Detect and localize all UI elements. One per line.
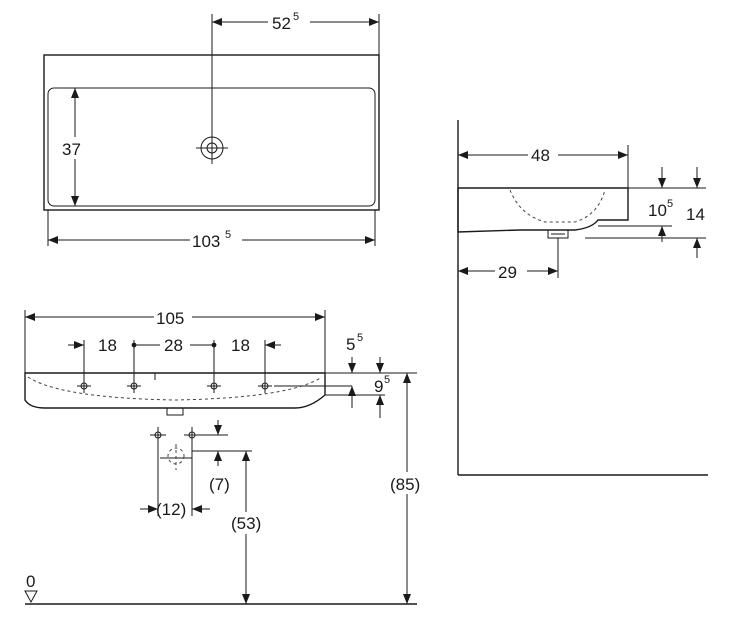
- dim-tap-offset: 52 5: [211, 10, 380, 132]
- crosshair-icon: [127, 379, 141, 393]
- dim-width-top-label: 103: [192, 232, 220, 251]
- crosshair-icon: [207, 379, 221, 393]
- tap-hole-icon: [196, 132, 228, 164]
- dim-overall-width: 105: [24, 306, 326, 373]
- dim-rim-side-sup: 5: [667, 198, 673, 210]
- bowl-hidden-line-front: [27, 376, 323, 401]
- dim-hole-2-label: 28: [164, 336, 183, 355]
- dim-width-top-sup: 5: [225, 229, 231, 241]
- fixing-points: [150, 427, 252, 470]
- crosshair-icon: [184, 427, 200, 443]
- dim-12: (12): [140, 443, 210, 519]
- dim-7-label: (7): [209, 475, 230, 494]
- top-view: 52 5 37 103 5: [43, 10, 380, 252]
- bowl-hidden-line: [509, 189, 606, 223]
- tap-hole-markers: [77, 379, 272, 393]
- dim-tap-offset-label: 52: [272, 14, 291, 33]
- basin-outline-side: [457, 187, 629, 233]
- dim-depth-top-label: 37: [62, 140, 81, 159]
- dim-hole-3-label: 18: [231, 336, 250, 355]
- floor-datum-icon: [24, 590, 38, 604]
- dim-tap-offset-sup: 5: [293, 11, 299, 23]
- dim-depth-side: 48: [458, 143, 629, 188]
- basin-outline-front: [24, 372, 326, 409]
- crosshair-icon: [258, 379, 272, 393]
- dim-53-label: (53): [231, 514, 261, 533]
- dim-waste-offset-label: 29: [498, 263, 517, 282]
- dim-width-top: 103 5: [47, 210, 376, 252]
- dim-rim-side: 10 5 14: [585, 167, 712, 258]
- dim-height-side-label: 14: [686, 205, 705, 224]
- dim-53: (53): [229, 451, 269, 604]
- side-view: 48 29 10 5 14: [457, 120, 712, 476]
- crosshair-icon: [150, 427, 166, 443]
- dim-bowl-label: 9: [374, 377, 383, 396]
- dim-overall-width-label: 105: [156, 309, 184, 328]
- waste-outlet-front: [166, 407, 184, 416]
- dim-hole-spacing: 18 28 18: [68, 336, 281, 379]
- dim-bowl-sup: 5: [384, 374, 390, 386]
- crosshair-icon: [160, 444, 192, 470]
- crosshair-icon: [77, 379, 91, 393]
- dim-rim-top-label: 5: [346, 335, 355, 354]
- floor-label: 0: [26, 572, 35, 591]
- dim-rim-side-label: 10: [648, 201, 667, 220]
- dim-85: (85): [388, 373, 428, 604]
- dim-rim-front: 5 5 9 5: [325, 332, 417, 418]
- dim-hole-1-label: 18: [98, 336, 117, 355]
- dim-rim-top-sup: 5: [357, 332, 363, 344]
- dim-waste-offset: 29: [458, 238, 559, 282]
- front-view: 105 18 28 18: [24, 306, 428, 605]
- dim-depth-side-label: 48: [531, 146, 550, 165]
- dim-7: (7): [209, 420, 230, 494]
- dim-85-label: (85): [390, 475, 420, 494]
- dim-12-label: (12): [156, 500, 186, 519]
- dim-depth-top: 37: [60, 88, 90, 206]
